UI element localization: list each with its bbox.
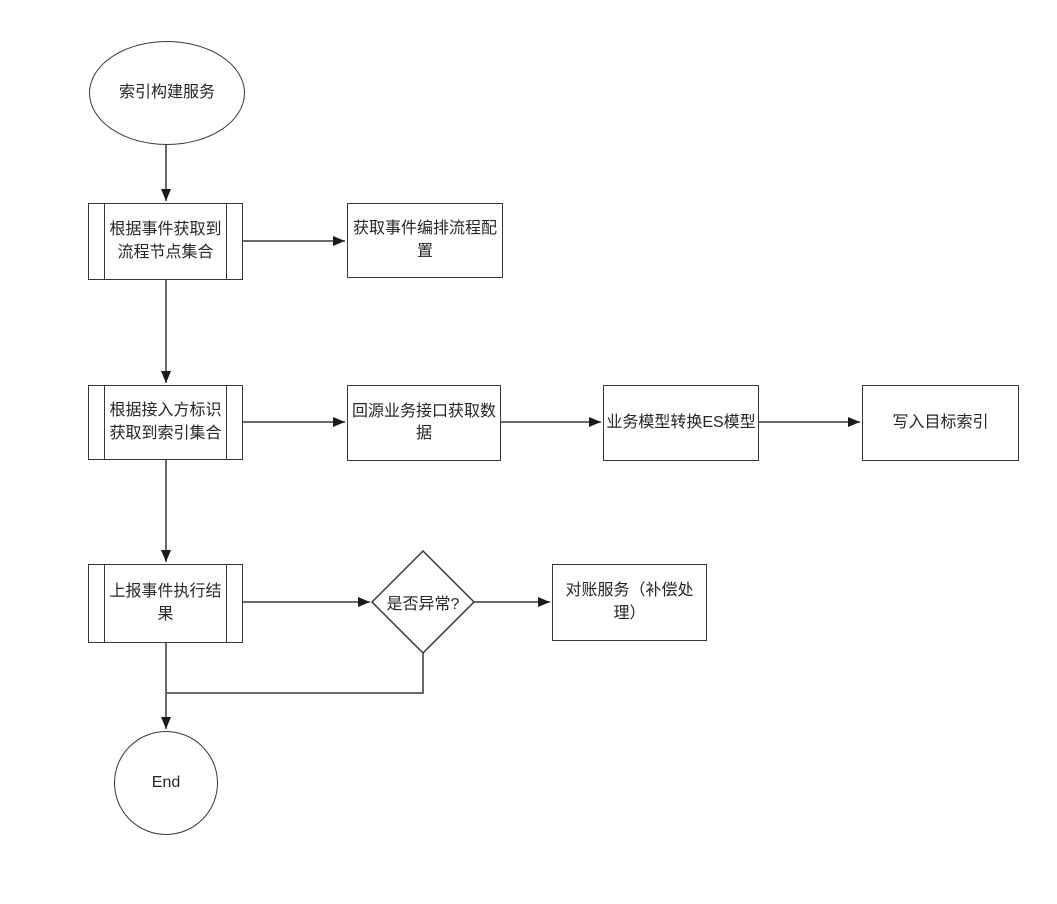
decision-is-abnormal: 是否异常? [386,596,460,613]
subprocess-get-index-set: 根据接入方标识 获取到索引集合 [88,385,243,460]
process-reconciliation-service: 对账服务（补偿处 理） [552,564,707,641]
end-node: End [114,731,218,835]
edge-is-abnormal-to-join [167,653,424,694]
subprocess-report-event-result: 上报事件执行结 果 [88,564,243,643]
process-fetch-source-data: 回源业务接口获取数 据 [347,385,501,461]
decision-diamond-shape [370,549,476,655]
start-node-index-build-service: 索引构建服务 [89,41,245,145]
process-get-orchestration-config: 获取事件编排流程配 置 [347,203,503,278]
process-transform-es-model: 业务模型转换ES模型 [603,385,759,461]
process-write-target-index: 写入目标索引 [862,385,1019,461]
subprocess-get-flow-nodes: 根据事件获取到 流程节点集合 [88,203,243,280]
